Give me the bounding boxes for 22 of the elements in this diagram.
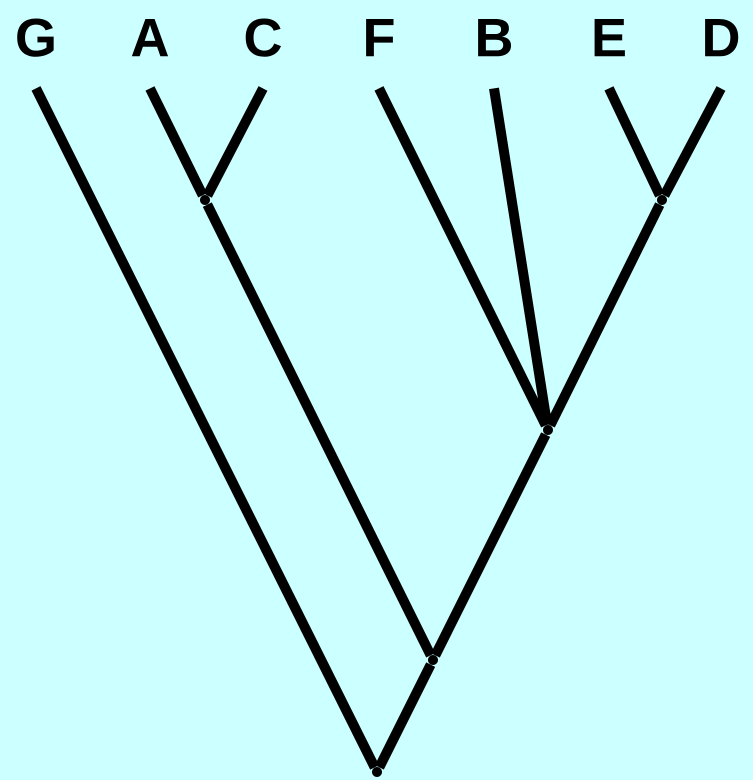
taxon-label: E [594, 19, 625, 56]
branch-point [372, 767, 382, 777]
branch-line [489, 88, 552, 426]
taxon-label: G [17, 18, 54, 57]
branch-point [428, 655, 438, 665]
branch-line [146, 86, 208, 198]
branch-line [202, 202, 436, 658]
branch-line [604, 86, 664, 198]
branch-point [543, 425, 553, 435]
branch-line [32, 86, 380, 770]
branch-line [546, 202, 664, 428]
taxon-label: D [705, 19, 738, 56]
taxon-label: A [132, 19, 168, 56]
branch-line [202, 86, 268, 198]
taxon-label: C [246, 18, 282, 57]
branch-line [660, 86, 726, 198]
branch-point [200, 195, 210, 205]
branch-line [430, 432, 550, 658]
taxon-label: B [478, 19, 512, 56]
taxon-label: F [366, 19, 394, 56]
branch-line [374, 662, 436, 770]
branch-point [657, 195, 667, 205]
